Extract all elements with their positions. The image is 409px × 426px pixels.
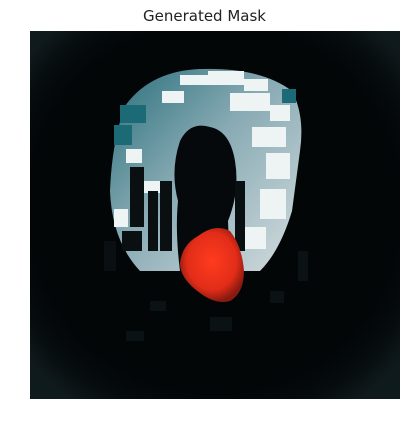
figure-title: Generated Mask	[143, 7, 266, 25]
vignette-overlay	[30, 31, 400, 399]
mask-image-canvas	[30, 31, 400, 399]
generated-mask-image	[30, 31, 400, 399]
